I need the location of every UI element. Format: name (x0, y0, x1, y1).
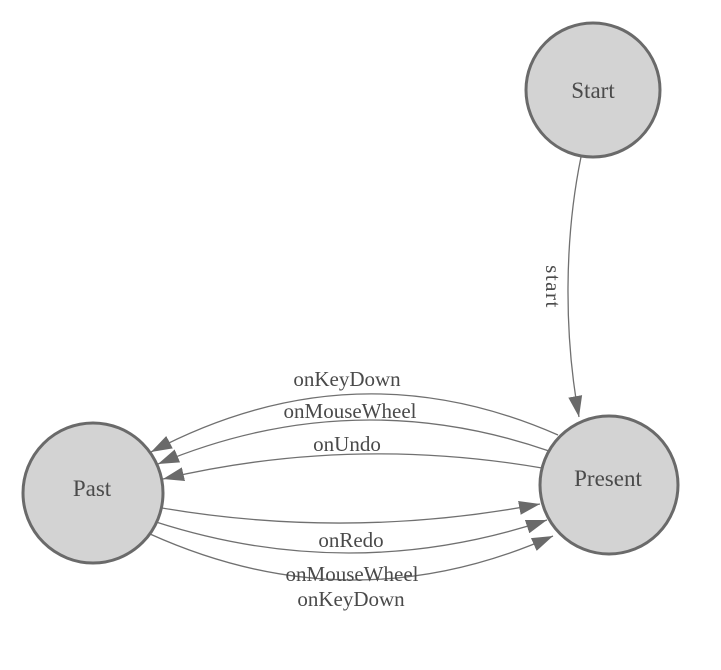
edge-past-to-present-onkeydown[interactable] (149, 533, 554, 581)
edge-label-onkeydown-top: onKeyDown (293, 367, 401, 391)
edge-start-to-present[interactable] (567, 156, 583, 418)
edge-label-onredo: onRedo (318, 528, 383, 552)
state-node-past[interactable]: Past (21, 421, 165, 565)
edge-label-onundo: onUndo (313, 432, 381, 456)
state-node-present[interactable]: Present (538, 414, 680, 556)
edge-present-to-past-onmousewheel[interactable] (157, 419, 550, 465)
state-label-present: Present (574, 466, 642, 491)
state-node-start[interactable]: Start (524, 21, 662, 159)
edge-label-onkeydown-bottom: onKeyDown (297, 587, 405, 611)
edge-present-to-past-onkeydown[interactable] (150, 393, 559, 453)
state-label-past: Past (73, 476, 112, 501)
edge-label-onmousewheel-bottom: onMouseWheel (286, 562, 419, 586)
state-circle-past[interactable] (21, 421, 165, 565)
state-circle-present[interactable] (538, 414, 680, 556)
state-circle-start[interactable] (524, 21, 662, 159)
edge-present-to-past-onundo[interactable] (162, 453, 543, 482)
state-label-start: Start (571, 78, 615, 103)
edge-past-to-present-onmousewheel[interactable] (155, 519, 548, 554)
edge-label-onmousewheel-top: onMouseWheel (284, 399, 417, 423)
edge-label-start: start (541, 265, 565, 309)
edge-past-to-present-onredo[interactable] (161, 501, 541, 524)
